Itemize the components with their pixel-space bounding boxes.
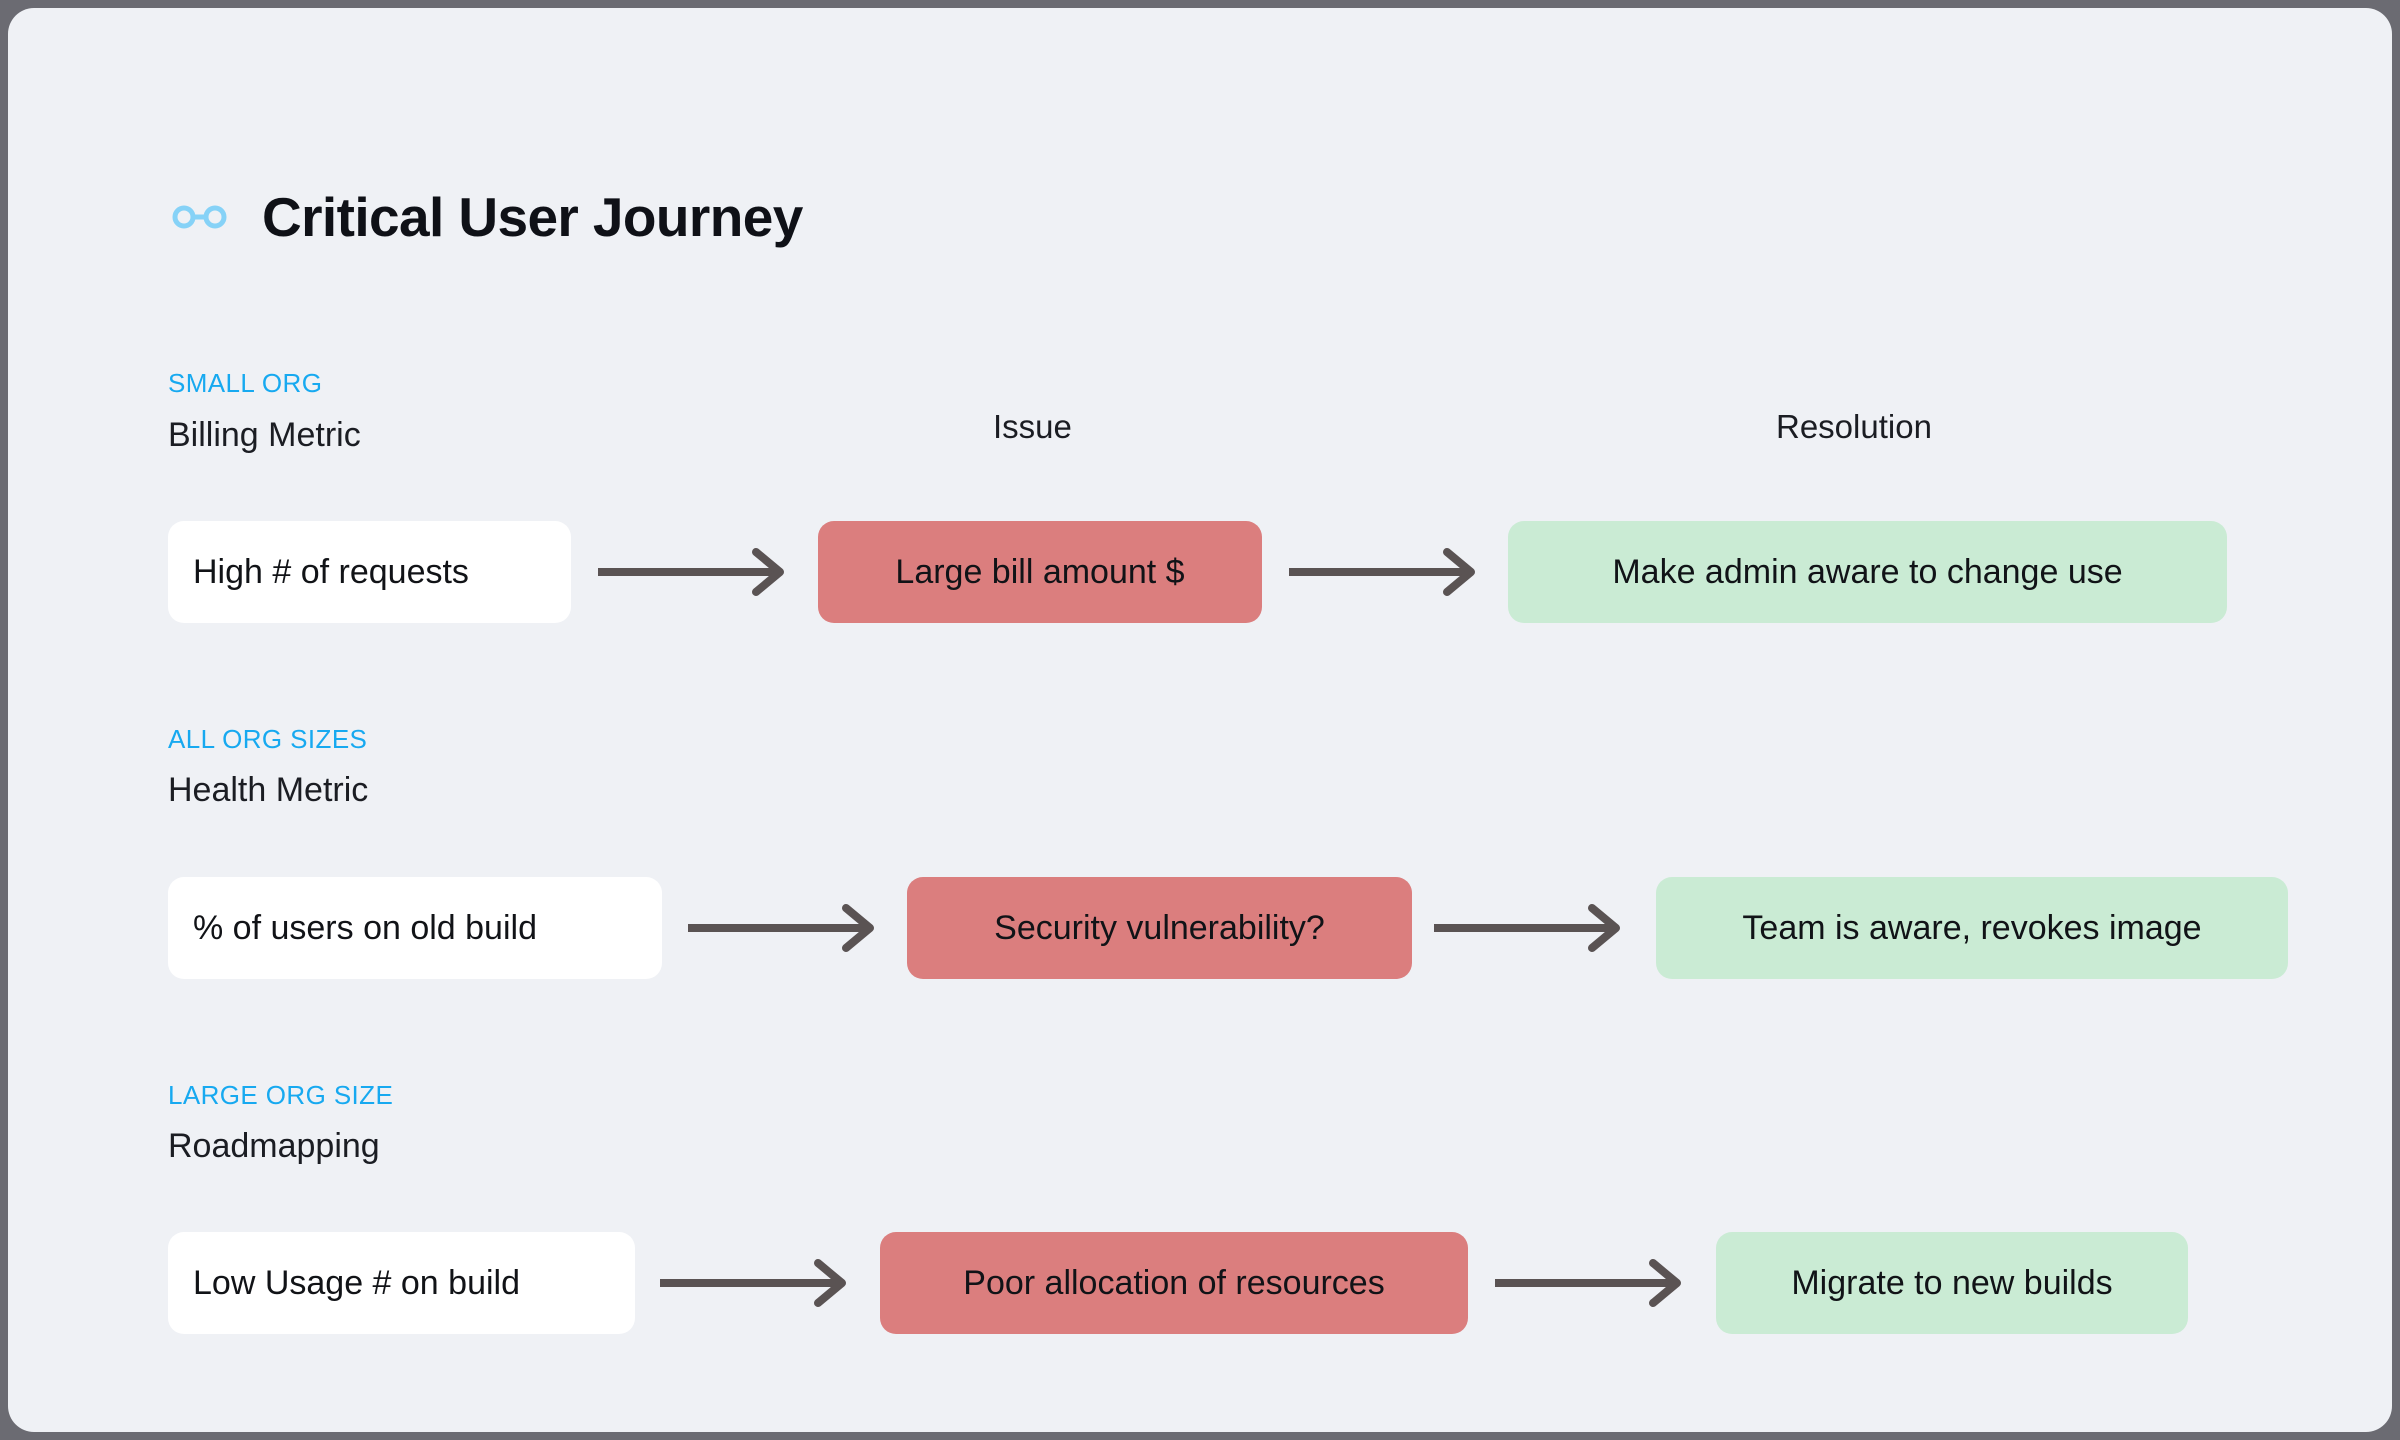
row-metric-label-roadmapping: Roadmapping [168,1127,380,1165]
arrow-issue-to-resolution-row-3 [1495,1259,1681,1307]
metric-pill-row-1[interactable]: High # of requests [168,521,571,623]
resolution-pill-row-1[interactable]: Make admin aware to change use [1508,521,2227,623]
column-header-issue: Issue [993,408,1072,445]
row-kicker-all-org-sizes: ALL ORG SIZES [168,724,368,754]
issue-pill-row-1[interactable]: Large bill amount $ [818,521,1262,623]
row-kicker-small-org: SMALL ORG [168,368,323,398]
column-header-resolution: Resolution [1776,408,1932,445]
arrow-issue-to-resolution-row-1 [1289,548,1475,596]
diagram-card: Critical User Journey Issue Resolution S… [8,8,2392,1432]
row-kicker-large-org-size: LARGE ORG SIZE [168,1080,394,1110]
metric-pill-row-3[interactable]: Low Usage # on build [168,1232,635,1334]
arrow-issue-to-resolution-row-2 [1434,904,1620,952]
link-connection-icon [168,186,230,248]
issue-pill-row-3[interactable]: Poor allocation of resources [880,1232,1468,1334]
issue-pill-row-2[interactable]: Security vulnerability? [907,877,1412,979]
page-title: Critical User Journey [262,185,803,248]
metric-pill-row-2[interactable]: % of users on old build [168,877,662,979]
row-metric-label-health: Health Metric [168,771,369,809]
arrow-metric-to-issue-row-1 [598,548,784,596]
row-metric-label-billing: Billing Metric [168,416,361,454]
page-header: Critical User Journey [168,186,803,248]
arrow-metric-to-issue-row-2 [688,904,874,952]
resolution-pill-row-3[interactable]: Migrate to new builds [1716,1232,2188,1334]
resolution-pill-row-2[interactable]: Team is aware, revokes image [1656,877,2288,979]
arrow-metric-to-issue-row-3 [660,1259,846,1307]
